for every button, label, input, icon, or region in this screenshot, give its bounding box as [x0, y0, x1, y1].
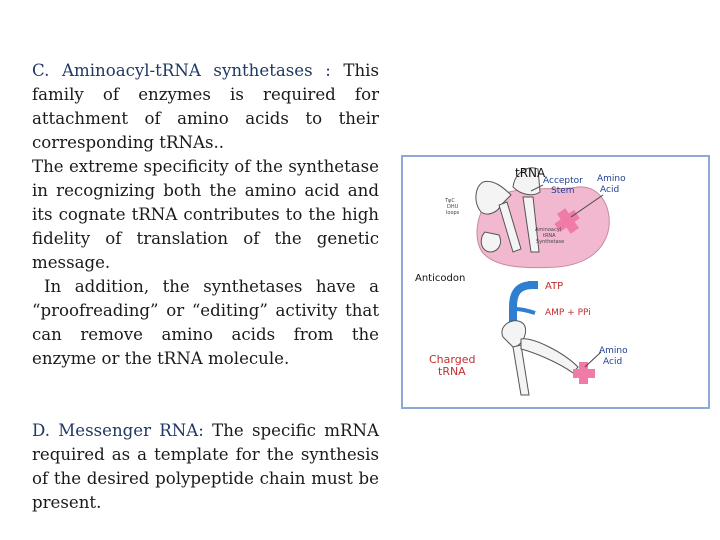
synthetase-enzyme-shape — [476, 186, 610, 269]
acceptor-label-1: Acceptor — [543, 176, 583, 186]
loops-label-3: loops — [446, 210, 460, 216]
section-c-heading: C. Aminoacyl-tRNA synthetases : — [32, 61, 331, 80]
amino-acid-b-label-2: Acid — [603, 357, 622, 367]
loops-label-2: DHU — [447, 204, 459, 210]
loops-label-1: TψC — [444, 198, 455, 204]
enzyme-label-1: Aminoacyl — [535, 227, 561, 233]
acceptor-stem-pointer — [530, 184, 544, 192]
amino-acid-label-2: Acid — [600, 185, 619, 195]
amino-acid-label-1: Amino — [597, 174, 626, 184]
anticodon-label: Anticodon — [415, 273, 465, 284]
amino-acid-pointer-bottom — [584, 351, 602, 368]
proofreading-paragraph: In addition, the synthetases have a “pro… — [32, 277, 379, 368]
specificity-paragraph: The extreme specificity of the synthetas… — [32, 157, 379, 272]
atp-label: ATP — [545, 281, 563, 292]
acceptor-label-2: Stem — [551, 186, 575, 196]
amino-acid-bottom-shape — [573, 362, 595, 384]
enzyme-label-2: tRNA — [543, 233, 556, 239]
amp-ppi-label: AMP + PPi — [545, 308, 591, 318]
section-c-paragraph: C. Aminoacyl-tRNA synthetases : This fam… — [32, 59, 379, 155]
trna-synthetase-figure: tRNA Acceptor Stem Amino Acid TψC DHU lo… — [401, 155, 710, 409]
section-c-intro: This family of enzymes is required for a… — [32, 61, 379, 152]
charged-label-1: Charged — [429, 353, 475, 366]
spacer — [32, 371, 379, 419]
charged-label-2: tRNA — [438, 365, 466, 378]
enzyme-label-3: Synthetase — [536, 239, 564, 245]
amino-acid-pointer-top — [570, 194, 604, 218]
section-d-body: The specific mRNA required as a template… — [32, 421, 379, 512]
trna-label: tRNA — [515, 166, 546, 180]
text-column: C. Aminoacyl-tRNA synthetases : This fam… — [32, 59, 379, 515]
section-d-heading: D. Messenger RNA: — [32, 421, 204, 440]
section-d-paragraph: D. Messenger RNA: The specific mRNA requ… — [32, 419, 379, 515]
amino-acid-b-label-1: Amino — [599, 346, 628, 356]
charged-trna-shape — [501, 320, 579, 396]
figure-svg: tRNA Acceptor Stem Amino Acid TψC DHU lo… — [415, 166, 628, 396]
trna-top-shape — [475, 167, 541, 253]
